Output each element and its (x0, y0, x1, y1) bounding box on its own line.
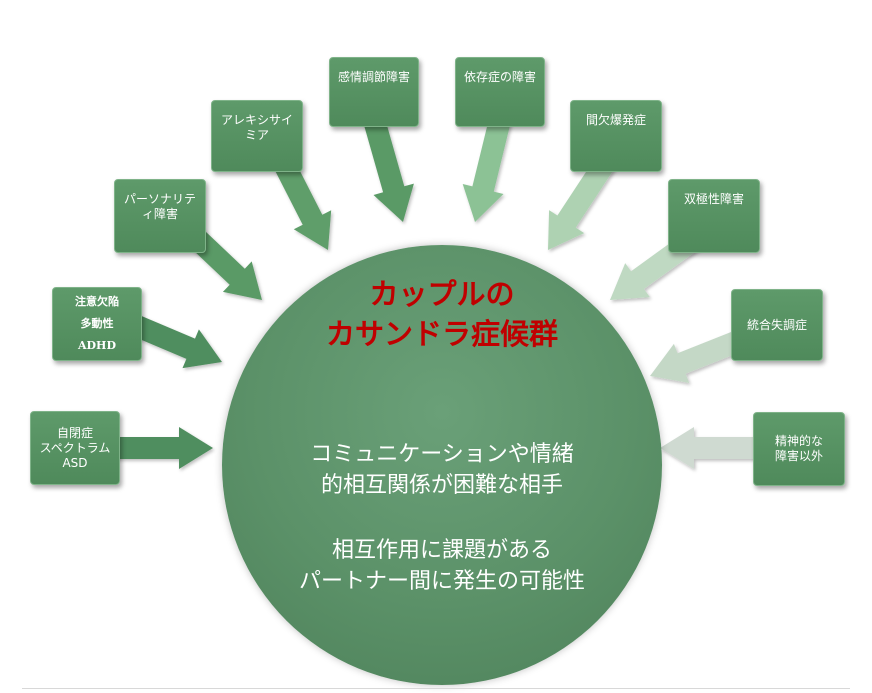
cause-addiction-line-1: 依存症の障害 (463, 70, 536, 84)
cause-adhd-line-3: ADHD (77, 339, 116, 352)
arrow-emotion-regulation (363, 117, 414, 222)
arrow-asd (95, 427, 213, 469)
cause-box-bipolar: 双極性障害 (668, 179, 760, 253)
arrow-addiction (462, 117, 511, 222)
center-description-2-line-2: パートナー間に発生の可能性 (298, 569, 585, 594)
cause-adhd-line-2: 多動性 (80, 317, 114, 330)
center-description-2-line-1: 相互作用に課題がある (331, 538, 552, 563)
cause-box-personality: パーソナリテ ィ障害 (114, 179, 206, 253)
cause-asd-line-3: ASD (62, 455, 88, 470)
cause-non-mental-line-1: 精神的な (774, 434, 823, 448)
cause-intermittent-explosive-line-1: 間欠爆発症 (585, 113, 646, 127)
center-description-2: 相互作用に課題がある パートナー間に発生の可能性 (222, 535, 662, 597)
center-title: カップルの カサンドラ症候群 (222, 274, 662, 354)
center-description-1-line-1: コミュニケーションや情緒 (310, 442, 574, 467)
cause-bipolar-line-1: 双極性障害 (683, 192, 744, 206)
cause-box-adhd: 注意欠陥 多動性 ADHD (52, 287, 142, 361)
cause-box-non-mental: 精神的な 障害以外 (753, 412, 845, 486)
cause-personality-line-1: パーソナリテ (123, 192, 196, 206)
cause-asd-line-1: 自閉症 (56, 425, 93, 440)
bottom-divider (22, 688, 850, 689)
center-title-line-2: カサンドラ症候群 (325, 317, 558, 351)
cause-box-asd: 自閉症 スペクトラム ASD (30, 411, 120, 485)
cause-emotion-regulation-line-1: 感情調節障害 (337, 70, 410, 84)
cause-non-mental-line-2: 障害以外 (774, 449, 823, 463)
cause-alexithymia-line-2: ミア (244, 128, 269, 142)
arrow-alexithymia (272, 155, 332, 250)
center-title-line-1: カップルの (369, 277, 515, 311)
cause-box-emotion-regulation: 感情調節障害 (329, 57, 419, 127)
cause-box-intermittent-explosive: 間欠爆発症 (570, 100, 662, 172)
center-description-1-line-2: 的相互関係が困難な相手 (320, 473, 563, 498)
cause-box-alexithymia: アレキシサイ ミア (211, 100, 303, 172)
center-circle (222, 245, 662, 685)
cause-asd-line-2: スペクトラム (39, 440, 111, 455)
arrow-intermittent-explosive (548, 154, 617, 250)
cause-schizophrenia-line-1: 統合失調症 (746, 317, 807, 332)
cause-box-addiction: 依存症の障害 (455, 57, 545, 127)
cause-adhd-line-1: 注意欠陥 (75, 295, 119, 308)
arrow-non-mental (660, 427, 768, 469)
center-description-1: コミュニケーションや情緒 的相互関係が困難な相手 (222, 439, 662, 501)
cause-alexithymia-line-1: アレキシサイ (220, 113, 293, 127)
cause-box-schizophrenia: 統合失調症 (731, 289, 823, 361)
cause-personality-line-2: ィ障害 (141, 207, 178, 221)
